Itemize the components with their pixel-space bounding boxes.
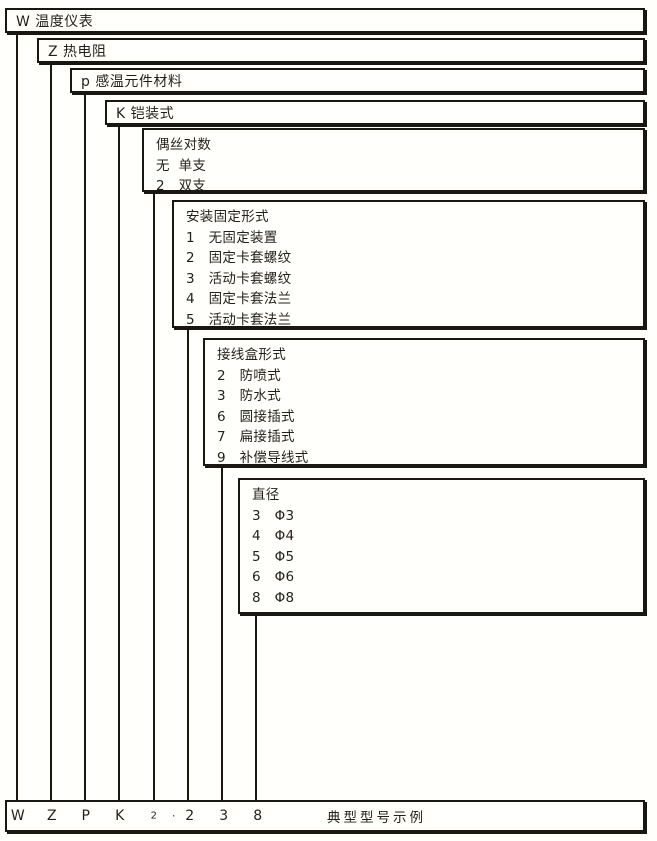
group-mounting-option: 4 固定卡套法兰 [186, 291, 292, 307]
group-junction-box-option-label: 圆接插式 [235, 408, 295, 425]
example-char: Z [46, 808, 58, 824]
example-char: 2 [185, 808, 195, 824]
group-pairs-option-label: 双支 [174, 178, 207, 194]
group-junction-box-option-code: 9 [217, 449, 226, 466]
group-pairs-option: 无 单支 [156, 157, 207, 174]
level-box-k: K 铠装式 [105, 100, 645, 125]
level-label-w: W 温度仪表 [16, 13, 94, 30]
connector-line-group-pairs [153, 192, 155, 800]
group-junction-box-option: 7 扁接插式 [217, 429, 295, 445]
group-diameter-option-code: 3 [252, 507, 261, 524]
group-junction-box-option-label: 防喷式 [235, 367, 281, 384]
example-char: K [115, 808, 125, 824]
group-junction-box-option-code: 2 [217, 367, 226, 384]
group-diameter-option: 6 Φ6 [252, 569, 295, 585]
group-mounting-option-label: 无固定装置 [204, 229, 278, 246]
group-mounting-option-label: 固定卡套螺纹 [204, 250, 292, 266]
level-box-p: p 感温元件材料 [70, 68, 645, 93]
group-diameter-option-label: Φ6 [270, 569, 295, 585]
group-junction-box-option-code: 3 [217, 388, 226, 404]
example-char: P [81, 808, 91, 824]
group-diameter-option-code: 4 [252, 528, 261, 544]
group-mounting-option-code: 5 [186, 311, 195, 328]
group-mounting-option: 1 无固定装置 [186, 229, 278, 246]
group-mounting-option-code: 2 [186, 250, 195, 266]
group-mounting-option: 2 固定卡套螺纹 [186, 250, 292, 266]
level-box-w: W 温度仪表 [5, 8, 645, 33]
group-mounting-option: 5 活动卡套法兰 [186, 311, 292, 328]
group-diameter-option-label: Φ4 [270, 528, 295, 544]
group-diameter-option-code: 8 [252, 589, 261, 606]
example-model-strip: W Z P K 2 · 2 3 8 典型型号示例 [5, 800, 645, 832]
example-char: 3 [219, 808, 229, 824]
group-junction-box-option: 9 补偿导线式 [217, 449, 309, 466]
group-pairs-option-label: 单支 [174, 157, 207, 174]
group-junction-box-option: 2 防喷式 [217, 367, 281, 384]
group-mounting-option-code: 1 [186, 229, 195, 246]
connector-line-group-mounting [187, 328, 189, 800]
group-diameter-option-label: Φ8 [270, 589, 295, 606]
example-char: · [172, 809, 176, 823]
level-box-z: Z 热电阻 [37, 38, 645, 63]
connector-line-group-diameter [255, 614, 257, 800]
group-junction-box-title: 接线盒形式 [217, 347, 286, 363]
group-junction-box-option-code: 7 [217, 429, 226, 445]
level-label-z: Z 热电阻 [48, 43, 107, 60]
group-junction-box-option-label: 防水式 [235, 388, 281, 404]
group-mounting-option-code: 3 [186, 270, 195, 287]
group-diameter-option-code: 6 [252, 569, 261, 585]
group-diameter-option-code: 5 [252, 548, 261, 565]
example-char: 2 [150, 810, 158, 822]
group-pairs-option-code: 2 [156, 178, 165, 194]
group-pairs-option-code: 无 [156, 157, 170, 174]
group-junction-box-box: 接线盒形式 2 防喷式 3 防水式 6 圆接插式 7 扁接插式 9 补偿导线式 [203, 338, 645, 466]
group-junction-box-option: 3 防水式 [217, 388, 281, 404]
connector-line-group-junction-box [221, 466, 223, 800]
level-label-p: p 感温元件材料 [81, 73, 183, 90]
connector-line-z [50, 63, 52, 800]
group-mounting-box: 安装固定形式 1 无固定装置 2 固定卡套螺纹 3 活动卡套螺纹 4 固定卡套法兰 5 活… [172, 200, 645, 328]
group-diameter-title: 直径 [252, 487, 280, 503]
group-mounting-option-label: 固定卡套法兰 [204, 291, 292, 307]
example-caption: 典型型号示例 [327, 810, 426, 826]
group-junction-box-option-label: 补偿导线式 [235, 449, 309, 466]
group-junction-box-option-code: 6 [217, 408, 226, 425]
group-diameter-option: 4 Φ4 [252, 528, 295, 544]
group-junction-box-option: 6 圆接插式 [217, 408, 295, 425]
group-mounting-option-code: 4 [186, 291, 195, 307]
group-pairs-title: 偶丝对数 [156, 137, 212, 153]
group-junction-box-option-label: 扁接插式 [235, 429, 295, 445]
group-diameter-option-label: Φ3 [270, 507, 295, 524]
group-diameter-box: 直径 3 Φ3 4 Φ4 5 Φ5 6 Φ6 8 Φ8 [238, 478, 645, 614]
group-mounting-option-label: 活动卡套法兰 [204, 311, 292, 328]
group-diameter-option-label: Φ5 [270, 548, 295, 565]
example-char: W [10, 808, 26, 824]
group-mounting-title: 安装固定形式 [186, 209, 269, 225]
group-pairs-option: 2 双支 [156, 178, 207, 194]
example-char: 8 [253, 808, 263, 824]
group-mounting-option-label: 活动卡套螺纹 [204, 270, 292, 287]
group-diameter-option: 3 Φ3 [252, 507, 295, 524]
level-label-k: K 铠装式 [116, 105, 175, 122]
connector-line-k [118, 125, 120, 800]
connector-line-w [16, 33, 18, 800]
group-pairs-box: 偶丝对数无 单支 2 双支 [142, 128, 645, 194]
group-diameter-option: 5 Φ5 [252, 548, 295, 565]
group-mounting-option: 3 活动卡套螺纹 [186, 270, 292, 287]
group-diameter-option: 8 Φ8 [252, 589, 295, 606]
connector-line-p [84, 93, 86, 800]
